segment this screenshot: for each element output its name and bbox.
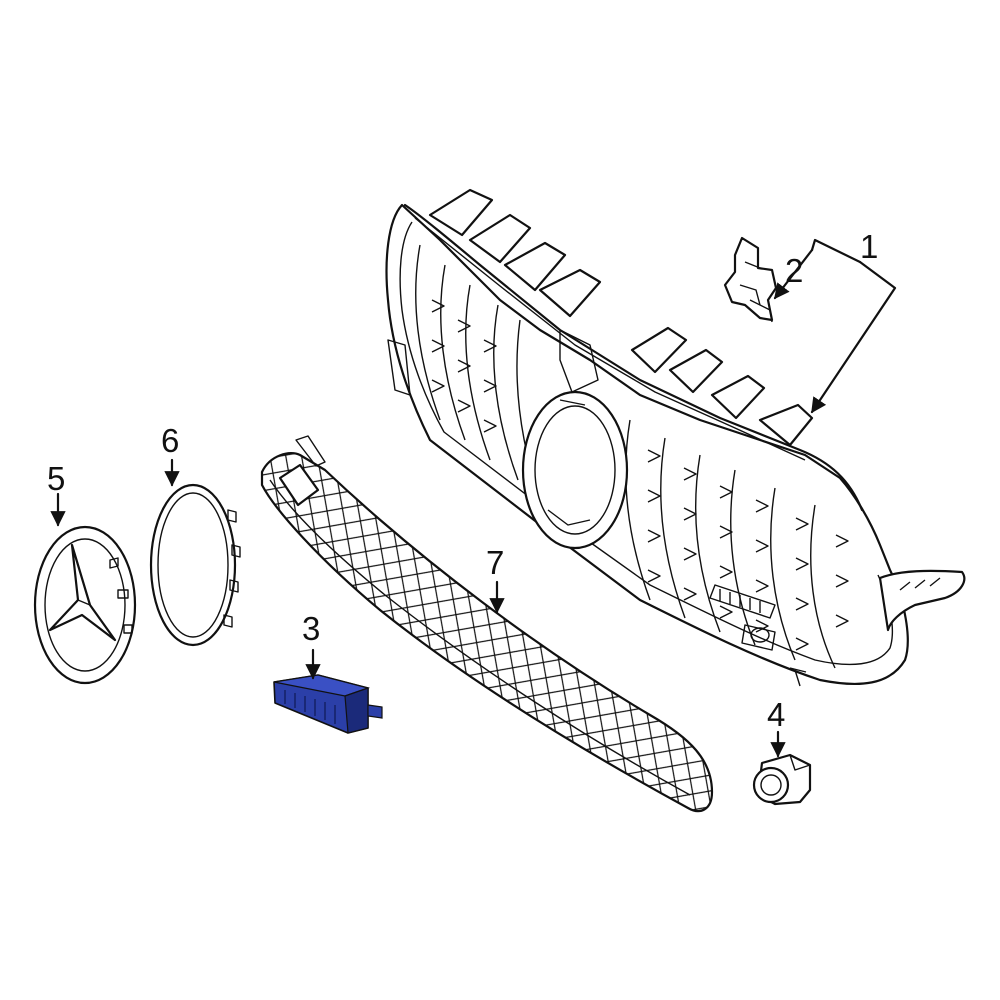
mounting-clip — [723, 236, 778, 323]
parking-sensor — [752, 753, 812, 806]
star-emblem — [33, 525, 137, 685]
emblem-mount — [521, 329, 629, 550]
lower-mesh-grille — [260, 435, 714, 813]
callout-2: 2 — [785, 252, 803, 289]
leader-lines — [50, 238, 897, 758]
upper-slats — [428, 188, 814, 447]
callout-5: 5 — [47, 460, 65, 497]
grille-assembly — [385, 188, 966, 687]
callout-3: 3 — [302, 610, 320, 647]
highlighted-sensor-module — [273, 674, 383, 734]
side-bracket — [878, 569, 966, 632]
emblem-ring — [149, 483, 241, 647]
callout-1: 1 — [860, 228, 878, 265]
chevron-teeth — [431, 299, 849, 651]
callout-4: 4 — [767, 696, 785, 733]
callout-7: 7 — [486, 544, 504, 581]
callout-6: 6 — [161, 422, 179, 459]
